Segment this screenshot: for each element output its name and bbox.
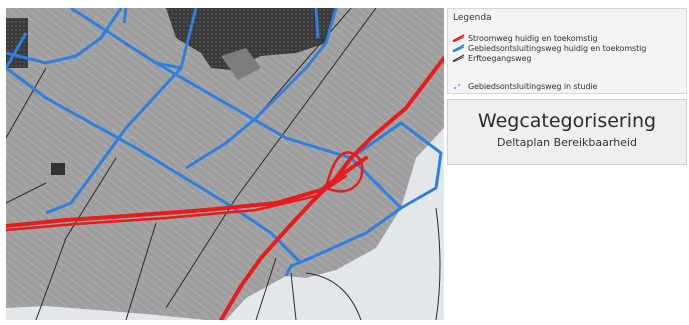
legend-label-in-studie: Gebiedsontsluitingsweg in studie (468, 81, 598, 91)
blue-dotted-line-icon (454, 84, 460, 89)
legend-item-in-studie: Gebiedsontsluitingsweg in studie (452, 81, 597, 91)
water-area (226, 128, 444, 320)
legend-panel: Legenda Stroomweg huidig en toekomstig G… (447, 8, 687, 94)
blue-double-line-icon (452, 44, 465, 52)
black-double-line-icon (452, 54, 465, 62)
legend-item-stroomweg: Stroomweg huidig en toekomstig (452, 33, 598, 43)
map-title: Wegcategorisering (477, 110, 657, 132)
gebiedsontsluitingswegen (6, 8, 443, 277)
map-subtitle: Deltaplan Bereikbaarheid (497, 136, 637, 149)
water-area-lower-left (6, 306, 206, 320)
road-category-map (6, 8, 444, 320)
legend-title: Legenda (453, 13, 492, 23)
lake-top (221, 48, 261, 80)
red-double-line-icon (452, 34, 465, 42)
stroomwegen (6, 56, 444, 320)
built-up-area-pocket (51, 163, 65, 175)
erftoegangswegen (6, 8, 441, 320)
built-up-area-top (166, 8, 336, 70)
legend-item-erftoegangsweg: Erftoegangsweg (452, 53, 532, 63)
legend-label-gebiedsontsluitingsweg: Gebiedsontsluitingsweg huidig en toekoms… (468, 43, 647, 53)
title-block: Wegcategorisering Deltaplan Bereikbaarhe… (447, 99, 687, 165)
legend-label-stroomweg: Stroomweg huidig en toekomstig (468, 33, 598, 43)
legend-item-gebiedsontsluitingsweg: Gebiedsontsluitingsweg huidig en toekoms… (452, 43, 646, 53)
legend-label-erftoegangsweg: Erftoegangsweg (468, 53, 532, 63)
map-canvas (6, 8, 444, 320)
